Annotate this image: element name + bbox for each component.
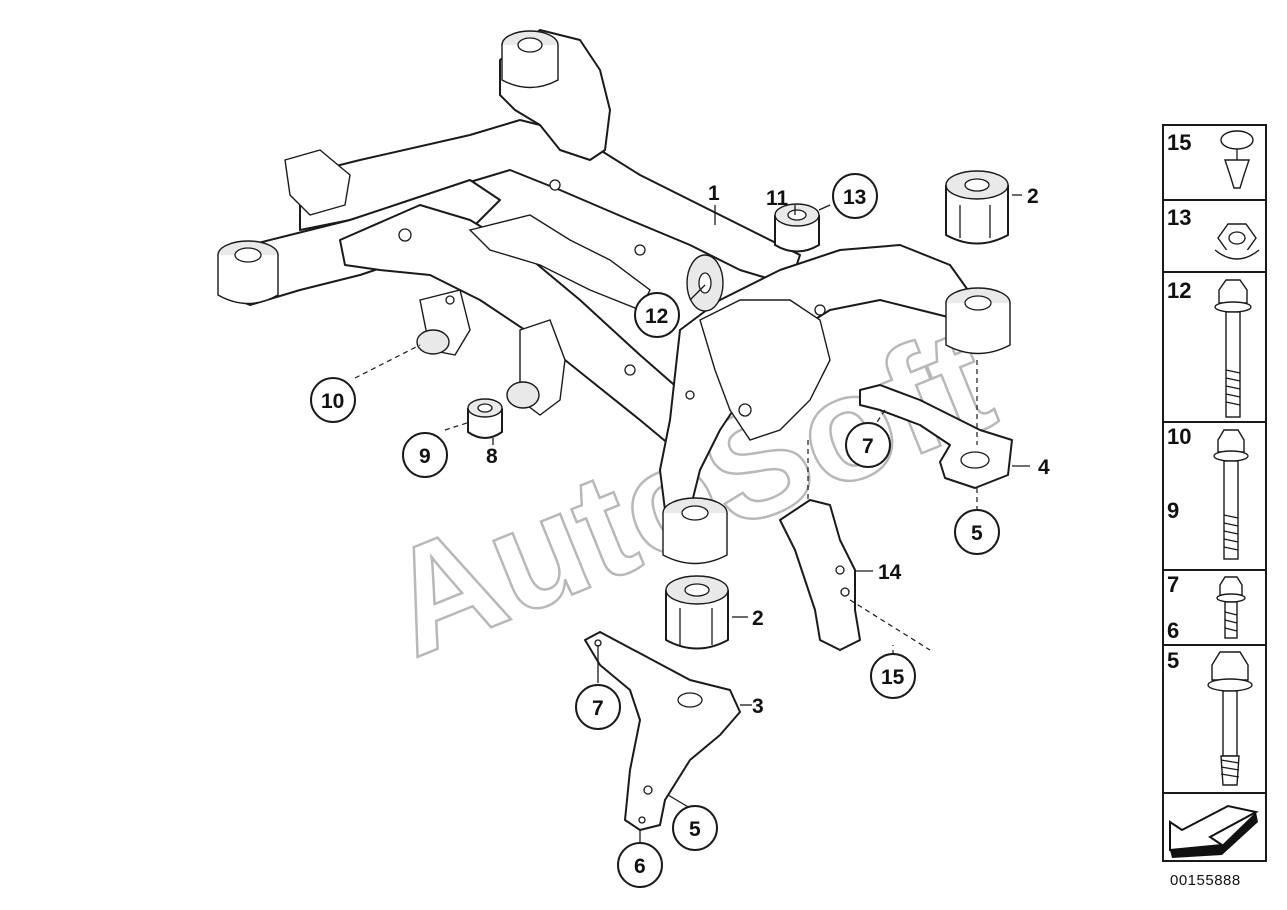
- subframe-bushing-mid: [686, 254, 724, 312]
- callout-12-circle: [634, 292, 680, 338]
- callout-4: 4: [1038, 456, 1050, 479]
- subframe-bushing-lower-left: [416, 329, 540, 409]
- callout-7-left-circle: [575, 684, 621, 730]
- callout-5-lower-circle: [672, 805, 718, 851]
- subframe-bushing-front: [662, 497, 728, 565]
- hex-flange-bolt-icon: [1213, 429, 1249, 560]
- callout-13: 13: [843, 186, 866, 209]
- callout-7-left: 7: [592, 697, 604, 720]
- callout-15-circle: [870, 653, 916, 699]
- legend-label-15: 15: [1167, 130, 1191, 155]
- push-rivet-icon: [1220, 130, 1254, 189]
- hex-flange-bolt-icon: [1207, 651, 1253, 786]
- legend-label-13: 13: [1167, 205, 1191, 230]
- support-bracket: [859, 384, 1013, 489]
- mounting-bracket: [779, 499, 861, 651]
- reinforcement-plate: [584, 631, 741, 831]
- legend-label-12: 12: [1167, 278, 1191, 303]
- legend-label-10: 10: [1167, 424, 1191, 449]
- leader-lines: [354, 194, 1030, 843]
- fastener-legend: 15 13 12 10 9: [1162, 124, 1267, 862]
- legend-label-9: 9: [1167, 498, 1179, 523]
- callout-9: 9: [419, 445, 431, 468]
- callout-9-circle: [402, 432, 448, 478]
- legend-label-6: 6: [1167, 618, 1179, 643]
- callout-7-right: 7: [862, 435, 874, 458]
- callout-11: 11: [766, 187, 789, 210]
- callout-1: 1: [708, 182, 720, 205]
- callout-10-circle: [310, 377, 356, 423]
- callout-3: 3: [752, 695, 764, 718]
- callout-5-right-circle: [954, 509, 1000, 555]
- callout-15: 15: [881, 666, 905, 689]
- subframe-bushing-top: [501, 30, 559, 89]
- callout-5-lower: 5: [689, 818, 701, 841]
- reference-number: 00155888: [1170, 872, 1241, 889]
- legend-label-5: 5: [1167, 648, 1179, 673]
- callout-13-circle: [832, 173, 878, 219]
- bushing-sleeve: [774, 203, 820, 253]
- hex-flange-bolt-icon: [1214, 279, 1252, 418]
- callout-5-right: 5: [971, 522, 983, 545]
- collar-nut-icon: [1214, 223, 1260, 260]
- rubber-mount-upper: [945, 170, 1009, 245]
- callout-2-lower: 2: [752, 607, 764, 630]
- callout-8: 8: [486, 445, 498, 468]
- callout-2-upper: 2: [1027, 185, 1039, 208]
- callout-14: 14: [878, 561, 902, 584]
- short-hex-bolt-icon: [1216, 576, 1246, 639]
- subframe-bushing-right: [945, 287, 1011, 355]
- legend-label-7: 7: [1167, 572, 1179, 597]
- callout-6: 6: [634, 855, 646, 878]
- callout-6-circle: [617, 842, 663, 888]
- rubber-mount-lower: [665, 575, 729, 650]
- callout-7-right-circle: [845, 422, 891, 468]
- direction-arrow-icon: [1169, 804, 1259, 858]
- callout-10: 10: [321, 390, 344, 413]
- small-bushing: [467, 398, 503, 439]
- callout-12: 12: [645, 305, 668, 328]
- subframe-bushing-left: [217, 240, 279, 305]
